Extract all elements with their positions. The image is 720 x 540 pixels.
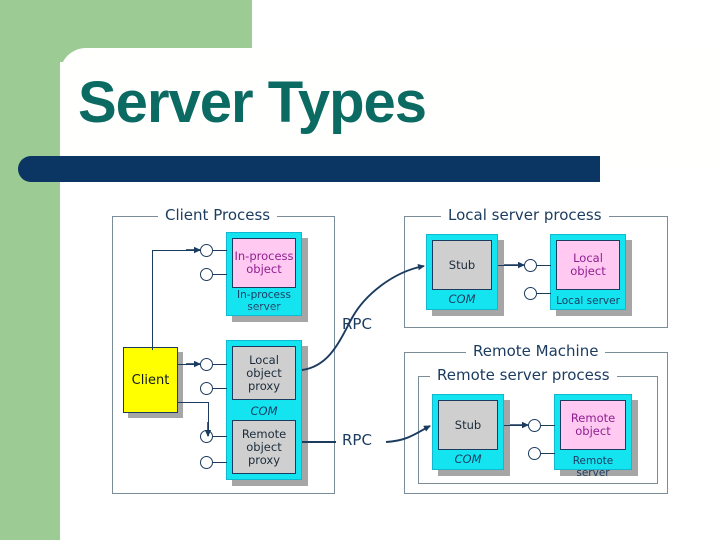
rpc-label-local: RPC [342,315,372,333]
local-object: Local object [556,240,620,290]
remote-stub-to-object-wire [504,425,524,426]
remote-object-proxy: Remote object proxy [232,420,296,474]
interface-lollipop-inproc-2 [200,268,213,281]
in-process-object: In-process object [232,238,296,288]
frame-local-server-process-label: Local server process [441,207,609,224]
remote-server-stub-caption: COM [454,452,482,466]
lollipop-stem-localproxy-2 [213,388,227,389]
remote-server-object-caption: Remote server [572,455,614,479]
in-process-server-caption-ghost: server [247,303,281,315]
page-title: Server Types [78,70,427,135]
local-server-object-caption: Local server [556,295,620,307]
lollipop-stem-remoteproxy-2 [213,462,227,463]
interface-lollipop-remoteobj-1 [528,419,541,432]
client-wire-up-horizontal [152,250,200,251]
interface-lollipop-localobj-2 [524,287,537,300]
local-object-proxy: Local object proxy [232,346,296,400]
interface-lollipop-remoteproxy-1 [200,430,213,443]
client-box: Client [123,347,178,413]
local-server-stub-object: Stub [432,240,492,290]
lollipop-stem-remoteproxy-1 [213,436,227,437]
remote-server-stub-object: Stub [438,400,498,450]
interface-lollipop-remoteobj-2 [528,447,541,460]
lollipop-stem-localobj-2 [537,293,551,294]
interface-lollipop-remoteproxy-2 [200,456,213,469]
frame-remote-machine-label: Remote Machine [466,343,606,360]
rpc-label-remote: RPC [342,431,372,449]
title-underline-bar [18,156,600,182]
lollipop-stem-remoteobj-1 [541,425,555,426]
com-proxies-caption: COM [250,404,278,418]
interface-lollipop-inproc-1 [200,244,213,257]
in-process-server-caption: In-process server [237,289,291,313]
client-wire-localproxy [178,364,200,365]
lollipop-stem-localobj-1 [537,265,551,266]
lollipop-stem-inproc-2 [213,274,227,275]
client-wire-remoteproxy-horizontal [178,402,208,403]
interface-lollipop-localproxy-1 [200,358,213,371]
lollipop-stem-localproxy-1 [213,364,227,365]
lollipop-stem-remoteobj-2 [541,453,555,454]
client-wire-up-vertical [152,250,153,350]
client-wire-remoteproxy-vertical [208,402,209,436]
local-server-stub-caption: COM [448,292,476,306]
interface-lollipop-localproxy-2 [200,382,213,395]
title-card [60,48,720,168]
local-stub-to-object-wire [498,265,518,266]
frame-remote-server-process-label: Remote server process [430,367,617,384]
remote-object: Remote object [560,400,626,450]
green-side-band [0,0,60,540]
frame-client-process-label: Client Process [158,207,278,224]
interface-lollipop-localobj-1 [524,259,537,272]
lollipop-stem-inproc-1 [213,250,227,251]
